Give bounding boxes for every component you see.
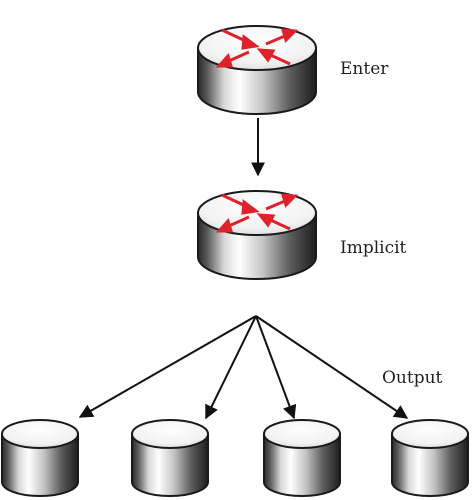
label-output: Output xyxy=(382,368,443,388)
fan-out-connectors xyxy=(78,315,409,420)
router-top xyxy=(197,25,317,115)
output-cylinder-3 xyxy=(263,419,341,497)
connector-to-output-3 xyxy=(255,315,297,420)
output-cylinder-4 xyxy=(391,419,469,497)
connector-to-output-4 xyxy=(255,315,409,419)
router-arrows-icon xyxy=(215,193,299,233)
router-middle xyxy=(197,190,317,280)
router-arrows-icon xyxy=(215,28,299,68)
output-cylinder-2 xyxy=(131,419,209,497)
label-implicit: Implicit xyxy=(340,238,407,258)
label-enter: Enter xyxy=(340,59,389,79)
connector-to-output-2 xyxy=(205,315,257,420)
connector-to-output-1 xyxy=(78,315,257,418)
output-cylinder-1 xyxy=(1,419,79,497)
